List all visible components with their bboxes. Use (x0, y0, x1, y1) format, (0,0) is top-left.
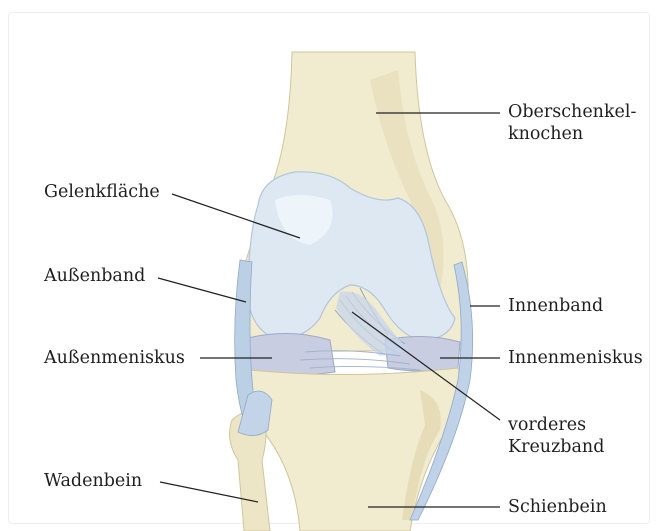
label-kreuzband-line1: vorderes (508, 414, 604, 436)
outer-meniscus (248, 333, 335, 375)
label-innenmeniskus: Innenmeniskus (508, 347, 643, 369)
leader-aussenband (158, 278, 246, 302)
label-innenband: Innenband (508, 295, 603, 317)
label-oberschenkel-line2: knochen (508, 123, 636, 145)
label-kreuzband-line2: Kreuzband (508, 436, 604, 458)
label-wadenbein: Wadenbein (44, 470, 142, 492)
label-oberschenkelknochen: Oberschenkel- knochen (508, 101, 636, 145)
label-gelenkflaeche: Gelenkfläche (44, 181, 160, 203)
label-aussenmeniskus: Außenmeniskus (44, 347, 185, 369)
label-oberschenkel-line1: Oberschenkel- (508, 101, 636, 123)
label-aussenband: Außenband (44, 265, 145, 287)
label-schienbein: Schienbein (508, 496, 607, 518)
label-vorderes-kreuzband: vorderes Kreuzband (508, 414, 604, 458)
